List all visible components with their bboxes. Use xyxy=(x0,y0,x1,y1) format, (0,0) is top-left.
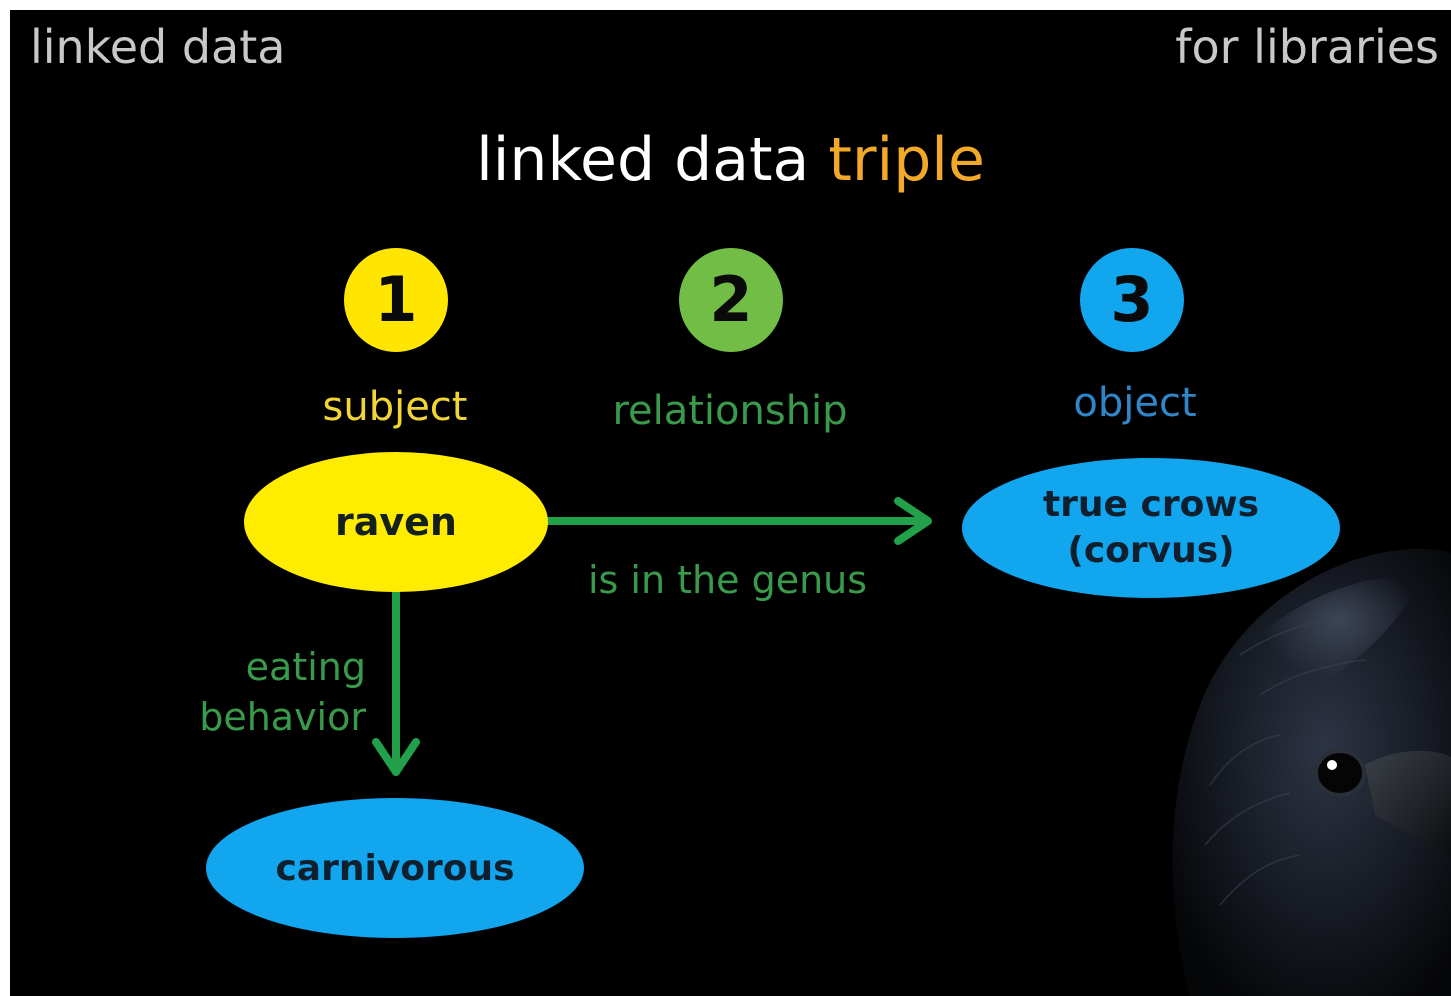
raven-beak xyxy=(1365,750,1451,855)
slide: linked data for libraries linked data tr… xyxy=(10,10,1451,996)
raven-photo xyxy=(1172,548,1451,996)
genus-arrow-head xyxy=(894,497,932,545)
role-object-label: object xyxy=(1073,380,1197,426)
raven-eye xyxy=(1314,749,1366,797)
step-2-circle: 2 xyxy=(679,248,783,352)
object-node-line1: true crows xyxy=(1042,484,1260,525)
edge-label-eating-line1: eating xyxy=(245,645,366,689)
arrows-layer xyxy=(372,497,932,776)
slide-title: linked data triple xyxy=(10,125,1451,195)
role-subject-label: subject xyxy=(322,384,468,430)
edge-label-eating-behavior: eating behavior xyxy=(199,642,366,742)
object-node-true-crows: true crows (corvus) xyxy=(962,458,1340,598)
step-3-circle: 3 xyxy=(1080,248,1184,352)
role-relationship-label: relationship xyxy=(612,388,848,434)
edge-label-eating-line2: behavior xyxy=(199,695,366,739)
object-node-carnivorous: carnivorous xyxy=(206,798,584,938)
subject-node-raven: raven xyxy=(244,452,548,592)
title-highlight: triple xyxy=(828,125,985,195)
step-1-circle: 1 xyxy=(344,248,448,352)
raven-head-sheen xyxy=(1220,575,1420,725)
title-main: linked data xyxy=(476,125,810,195)
subject-node-label: raven xyxy=(335,500,457,544)
edge-label-genus: is in the genus xyxy=(588,558,868,602)
carnivorous-node-label: carnivorous xyxy=(275,847,515,889)
header-left-text: linked data xyxy=(30,20,286,74)
header-right-text: for libraries xyxy=(1175,20,1439,74)
object-node-line2: (corvus) xyxy=(1067,530,1235,571)
eating-arrow-head xyxy=(372,738,420,776)
